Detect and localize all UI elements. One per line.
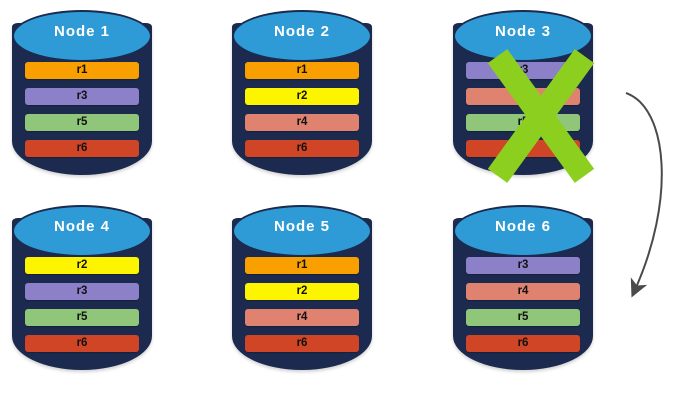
cylinder-top-ellipse (12, 205, 152, 257)
replica-bar[interactable]: r6 (245, 140, 359, 157)
replica-list: r1 r2 r4 r6 (245, 62, 359, 157)
cylinder-top-ellipse (232, 10, 372, 62)
node-cylinder-6[interactable]: Node 6 r3 r4 r5 r6 (453, 205, 593, 383)
node-cylinder-2[interactable]: Node 2 r1 r2 r4 r6 (232, 10, 372, 188)
replica-bar[interactable]: r4 (466, 283, 580, 300)
replica-bar[interactable]: r2 (245, 283, 359, 300)
replica-bar[interactable]: r3 (25, 88, 139, 105)
cylinder-top-ellipse (232, 205, 372, 257)
replica-bar[interactable]: r6 (25, 140, 139, 157)
replica-bar[interactable]: r6 (466, 335, 580, 352)
replica-bar[interactable]: r1 (245, 257, 359, 274)
replica-bar[interactable]: r5 (466, 309, 580, 326)
cylinder-top-ellipse (12, 10, 152, 62)
replica-list: r3 r4 r5 r6 (466, 62, 580, 157)
replica-list: r3 r4 r5 r6 (466, 257, 580, 352)
replica-bar[interactable]: r6 (25, 335, 139, 352)
node-cylinder-3[interactable]: Node 3 r3 r4 r5 r6 (453, 10, 595, 188)
replica-bar[interactable]: r1 (245, 62, 359, 79)
cylinder-top-ellipse (453, 205, 593, 257)
replica-bar[interactable]: r4 (245, 114, 359, 131)
node-cylinder-5[interactable]: Node 5 r1 r2 r4 r6 (232, 205, 372, 383)
replica-bar[interactable]: r4 (466, 88, 580, 105)
replica-list: r2 r3 r5 r6 (25, 257, 139, 352)
replica-list: r1 r3 r5 r6 (25, 62, 139, 157)
replica-bar[interactable]: r6 (245, 335, 359, 352)
replica-bar[interactable]: r6 (466, 140, 580, 157)
replica-bar[interactable]: r5 (25, 309, 139, 326)
replica-bar[interactable]: r2 (245, 88, 359, 105)
cylinder-top-ellipse (453, 10, 593, 62)
node-cylinder-1[interactable]: Node 1 r1 r3 r5 r6 (12, 10, 152, 188)
replica-bar[interactable]: r5 (25, 114, 139, 131)
node-cylinder-4[interactable]: Node 4 r2 r3 r5 r6 (12, 205, 152, 383)
replica-bar[interactable]: r3 (466, 62, 580, 79)
replica-bar[interactable]: r3 (466, 257, 580, 274)
replica-bar[interactable]: r1 (25, 62, 139, 79)
replica-bar[interactable]: r5 (466, 114, 580, 131)
replica-bar[interactable]: r2 (25, 257, 139, 274)
replica-bar[interactable]: r4 (245, 309, 359, 326)
replica-list: r1 r2 r4 r6 (245, 257, 359, 352)
replica-bar[interactable]: r3 (25, 283, 139, 300)
